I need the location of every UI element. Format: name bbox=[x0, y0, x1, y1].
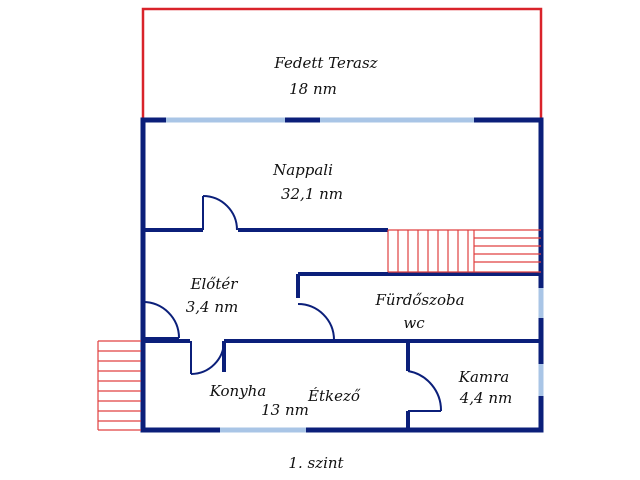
room-labels: Fedett Terasz 18 nm Nappali 32,1 nm Előt… bbox=[186, 54, 513, 472]
pantry-name: Kamra bbox=[458, 368, 510, 386]
bathroom-name: Fürdőszoba bbox=[374, 291, 464, 309]
entry-stairs bbox=[97, 340, 141, 431]
interior-walls bbox=[143, 228, 541, 430]
living-room-name: Nappali bbox=[272, 161, 333, 179]
dining-name: Étkező bbox=[307, 387, 361, 405]
kitchen-area: 13 nm bbox=[261, 401, 309, 419]
kitchen-name: Konyha bbox=[209, 382, 267, 400]
terrace-name: Fedett Terasz bbox=[273, 54, 377, 72]
terrace-outline bbox=[141, 7, 543, 120]
windows bbox=[166, 117, 544, 433]
terrace-area: 18 nm bbox=[289, 80, 337, 98]
pantry-area: 4,4 nm bbox=[459, 389, 513, 407]
living-room-area: 32,1 nm bbox=[281, 185, 343, 203]
interior-stairs bbox=[387, 229, 541, 273]
hall-area: 3,4 nm bbox=[186, 298, 239, 316]
hall-name: Előtér bbox=[190, 275, 239, 293]
door-swings bbox=[142, 195, 443, 412]
level-label: 1. szint bbox=[288, 454, 344, 472]
bathroom-wc: wc bbox=[403, 314, 425, 332]
